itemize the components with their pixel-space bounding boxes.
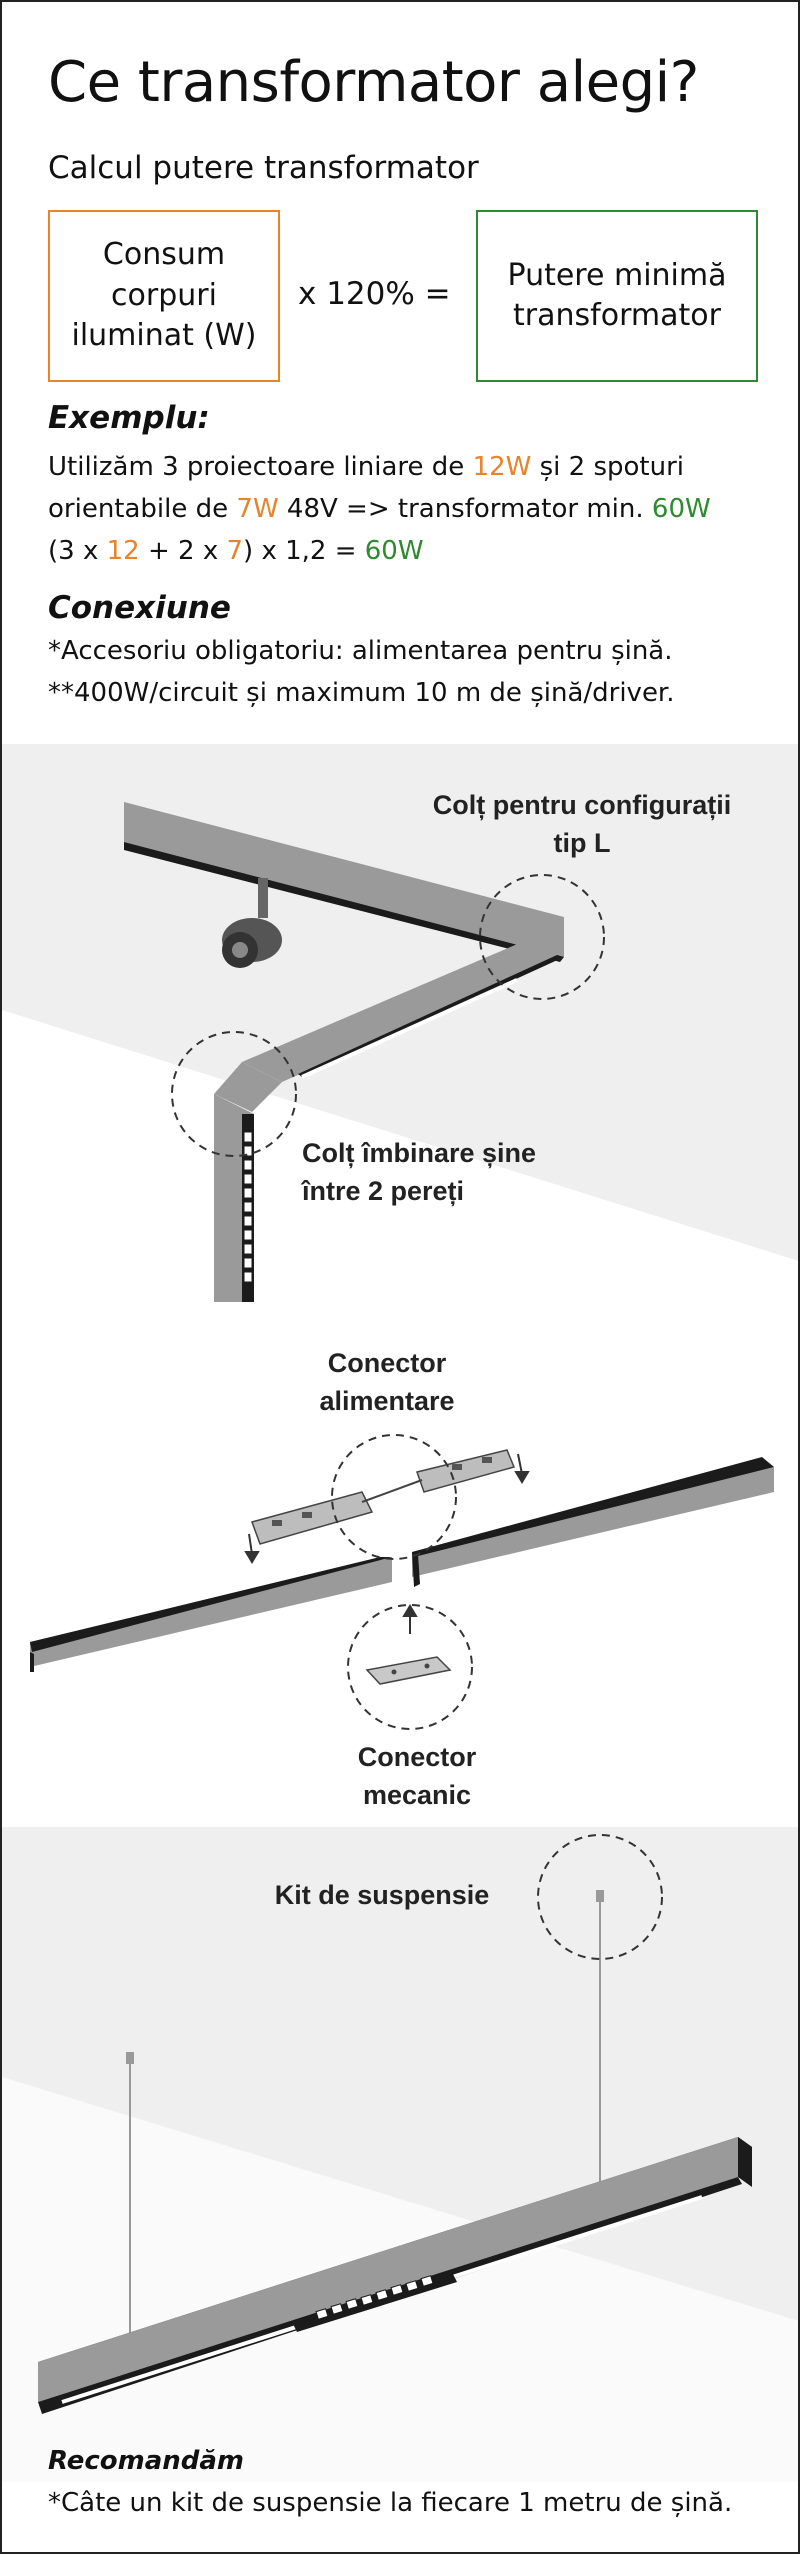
corner-l-highlight (479, 874, 605, 1000)
corner-wall-highlight (171, 1031, 297, 1157)
illustration-canvas (2, 744, 798, 2482)
label-corner-wall: Colț îmbinare șine între 2 pereți (302, 1138, 537, 1206)
example-line-3: (3 x 12 + 2 x 7) x 1,2 = 60W (48, 536, 424, 566)
recommendation-heading: Recomandăm (48, 2446, 245, 2476)
suspension-kit (126, 1890, 604, 2350)
mechanical-connector-highlight (347, 1604, 473, 1730)
connection-note-1: *Accesoriu obligatoriu: alimentarea pent… (48, 636, 673, 666)
power-connector-highlight (331, 1434, 457, 1560)
rail-l-configuration (124, 802, 564, 1302)
example-line-2: orientabile de 7W 48V => transformator m… (48, 494, 711, 524)
connection-note-2: **400W/circuit și maximum 10 m de șină/d… (48, 678, 675, 708)
rail-suspended (38, 2137, 752, 2414)
suspension-highlight (537, 1834, 663, 1960)
label-mechanical-connector: Conector mecanic (357, 1742, 477, 1810)
example-line-1: Utilizăm 3 proiectoare liniare de 12W și… (48, 452, 685, 482)
rail-left-segment (30, 1557, 392, 1672)
connection-heading: Conexiune (48, 590, 231, 626)
consumption-box: Consum corpuri iluminat (W) (48, 210, 280, 382)
label-corner-l: Colț pentru configurații tip L (432, 790, 732, 858)
mechanical-connector-icon (365, 1656, 452, 1685)
spotlight-icon (222, 878, 282, 968)
formula-operator: x 120% = (298, 276, 451, 312)
label-power-connector: Conector alimentare (319, 1348, 455, 1416)
example-heading: Exemplu: (48, 400, 210, 436)
recommendation-text: *Câte un kit de suspensie la fiecare 1 m… (48, 2488, 733, 2518)
arrow-icon (244, 1453, 530, 1634)
section-subtitle: Calcul putere transformator (48, 150, 479, 186)
power-connector-icon (251, 1449, 516, 1545)
minimum-power-box: Putere minimă transformator (476, 210, 758, 382)
label-suspension-kit: Kit de suspensie (274, 1880, 490, 1910)
page-title: Ce transformator alegi? (48, 50, 699, 115)
rail-right-segment (412, 1457, 774, 1587)
track-accessories-illustration: Colț pentru configurații tip L Colț îmbi… (2, 744, 798, 2482)
